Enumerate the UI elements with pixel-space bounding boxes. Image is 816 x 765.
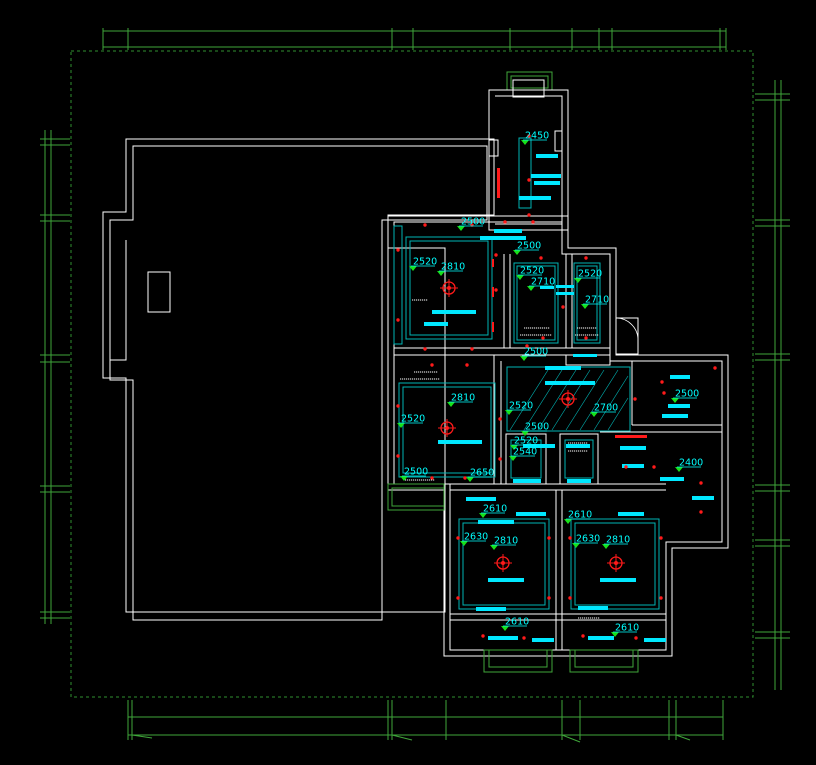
height-label: 2500	[461, 217, 485, 228]
height-label: 2450	[525, 131, 549, 142]
height-label: 2520	[578, 269, 602, 280]
height-marker	[509, 456, 517, 461]
height-label: 2520	[514, 436, 538, 447]
height-marker	[520, 356, 528, 361]
height-marker	[397, 423, 405, 428]
height-label: 2710	[531, 277, 555, 288]
height-marker	[590, 412, 598, 417]
height-label: 2520	[401, 414, 425, 425]
ceiling-lights	[396, 134, 717, 640]
fixture-bars	[424, 154, 714, 642]
height-label: 2540	[513, 447, 537, 458]
height-label: 2500	[675, 389, 699, 400]
height-marker	[602, 544, 610, 549]
height-marker	[564, 519, 572, 524]
height-marker	[516, 275, 524, 280]
height-label: 2650	[470, 468, 494, 479]
height-marker	[466, 477, 474, 482]
height-label: 2610	[505, 617, 529, 628]
height-marker	[409, 266, 417, 271]
height-label: 2810	[451, 393, 475, 404]
height-label: 2610	[483, 504, 507, 515]
height-label: 2610	[568, 510, 592, 521]
neighbor-unit-outline	[102, 138, 495, 621]
height-label: 2630	[464, 532, 488, 543]
height-label: 2700	[594, 403, 618, 414]
height-marker	[501, 626, 509, 631]
height-marker	[513, 250, 521, 255]
height-marker	[479, 513, 487, 518]
height-label: 2520	[520, 266, 544, 277]
height-label: 2500	[404, 467, 428, 478]
height-label: 2810	[606, 535, 630, 546]
height-label: 2500	[525, 422, 549, 433]
height-marker	[460, 541, 468, 546]
height-label: 2810	[441, 262, 465, 273]
height-marker	[400, 476, 408, 481]
height-label: 2500	[524, 347, 548, 358]
height-marker	[490, 545, 498, 550]
height-label: 2610	[615, 623, 639, 634]
height-label: 2500	[517, 241, 541, 252]
height-marker	[572, 543, 580, 548]
height-label: 2400	[679, 458, 703, 469]
height-marker	[574, 278, 582, 283]
dimension-lines	[40, 28, 790, 743]
height-marker	[527, 286, 535, 291]
height-marker	[581, 304, 589, 309]
height-marker	[447, 402, 455, 407]
height-label: 2710	[585, 295, 609, 306]
height-marker	[675, 467, 683, 472]
height-marker	[521, 140, 529, 145]
height-marker	[437, 271, 445, 276]
drawing-frame	[70, 50, 754, 698]
height-label: 2630	[576, 534, 600, 545]
height-marker	[611, 632, 619, 637]
height-label: 2810	[494, 536, 518, 547]
apartment-walls	[387, 71, 729, 673]
height-label: 2520	[509, 401, 533, 412]
height-marker	[671, 398, 679, 403]
height-marker	[510, 445, 518, 450]
corridor-hatch	[509, 369, 629, 431]
annotation-marks	[400, 299, 600, 619]
height-marker	[521, 431, 529, 436]
height-marker	[505, 410, 513, 415]
height-label: 2520	[413, 257, 437, 268]
height-marker	[457, 226, 465, 231]
